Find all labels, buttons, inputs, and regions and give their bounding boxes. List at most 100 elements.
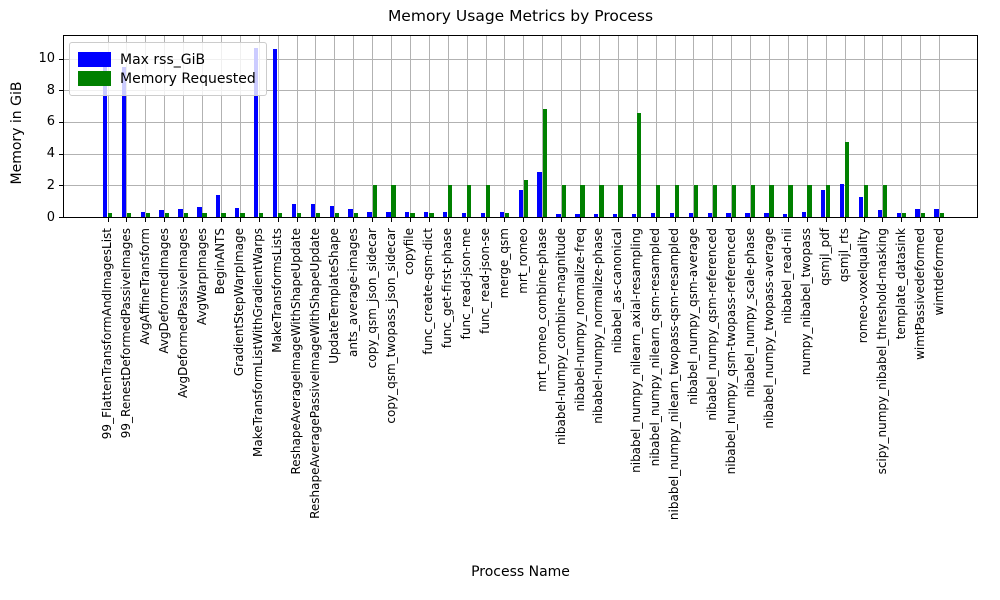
bar-mem-requested-AvgWarpImages xyxy=(202,213,207,217)
legend-label-max-rss: Max rss_GiB xyxy=(120,51,206,68)
x-tick-mark xyxy=(655,218,657,222)
x-tick-label-text: wimtdeformed xyxy=(931,228,946,316)
gridline-x xyxy=(731,36,733,217)
bar-max-rss-nibabel_numpy_qsm-referenced xyxy=(707,213,712,217)
gridline-y-10 xyxy=(64,58,977,60)
bar-mem-requested-nibabel_numpy_twopass-average xyxy=(769,185,774,217)
x-tick-mark xyxy=(825,218,827,222)
bar-mem-requested-nibabel-numpy_normalize-phase xyxy=(599,185,604,217)
x-tick-label-text: AvgAffineTransform xyxy=(137,228,152,345)
x-tick-label-text: AvgDeformedImages xyxy=(156,228,171,354)
x-tick-label-text: MakeTransformsLists xyxy=(270,228,285,353)
bar-mem-requested-AvgDeformedImages xyxy=(164,213,169,217)
x-tick-label-text: AvgDeformedPassiveImages xyxy=(175,228,190,399)
x-tick-label-text: func_get-first-phase xyxy=(440,228,455,349)
x-tick-label-text: nibabel-numpy_normalize-freq xyxy=(572,228,587,412)
x-tick-mark xyxy=(787,218,789,222)
gridline-x xyxy=(939,36,941,217)
y-tick-mark-6 xyxy=(59,121,63,123)
bar-max-rss-ReshapeAveragePassiveImageWithShapeUpdate xyxy=(310,203,315,217)
x-tick-label-text: scipy_numpy_nibabel_threshold-masking xyxy=(874,228,889,475)
bar-max-rss-wimtdeformed xyxy=(934,209,939,217)
gridline-y-2 xyxy=(64,185,977,187)
x-tick-mark xyxy=(901,218,903,222)
x-tick-label-text: ReshapeAveragePassiveImageWithShapeUpdat… xyxy=(307,228,322,519)
x-tick-mark xyxy=(561,218,563,222)
x-tick-mark xyxy=(202,218,203,222)
gridline-x xyxy=(750,36,752,217)
gridline-x xyxy=(164,36,166,217)
bar-max-rss-nibabel_numpy_qsm-twopass-referenced xyxy=(726,213,731,217)
bar-max-rss-MakeTransformsLists xyxy=(272,49,278,217)
x-tick-mark xyxy=(806,218,808,222)
gridline-x xyxy=(598,36,600,217)
gridline-y-8 xyxy=(64,90,977,92)
bar-max-rss-BeginANTS xyxy=(216,194,221,217)
bar-mem-requested-scipy_numpy_nibabel_threshold-masking xyxy=(882,185,888,217)
gridline-x xyxy=(863,36,865,217)
x-tick-label-text: merge_qsm xyxy=(496,228,511,299)
bar-max-rss-nibabel_numpy_qsm-average xyxy=(688,213,693,217)
gridline-x xyxy=(674,36,676,217)
x-tick-label-text: BeginANTS xyxy=(213,228,228,295)
bar-mem-requested-MakeTransformListWithGradientWarps xyxy=(259,213,264,217)
bar-max-rss-wimtPassivedeformed xyxy=(915,209,920,217)
x-tick-mark xyxy=(239,218,241,222)
gridline-x xyxy=(806,36,808,217)
bar-mem-requested-ReshapeAveragePassiveImageWithShapeUpdate xyxy=(315,213,321,217)
bar-mem-requested-template_datasink xyxy=(901,213,907,217)
bar-max-rss-copy_qsm_twopass_json_sidecar xyxy=(386,211,391,217)
x-tick-label-text: func_read-json-me xyxy=(459,228,474,340)
bar-max-rss-AvgDeformedImages xyxy=(159,209,164,217)
bar-max-rss-nibabel-numpy_normalize-phase xyxy=(594,213,599,217)
x-tick-mark xyxy=(296,218,298,222)
y-tick-label-4: 4 xyxy=(46,146,55,162)
bar-mem-requested-ants_average-images xyxy=(353,213,358,217)
bar-mem-requested-ReshapeAverageImageWithShapeUpdate xyxy=(296,213,302,217)
legend-swatch-memory-requested xyxy=(78,71,111,86)
bar-max-rss-AvgDeformedPassiveImages xyxy=(178,209,183,217)
gridline-x xyxy=(844,36,846,217)
bar-max-rss-template_datasink xyxy=(896,213,901,217)
gridline-x xyxy=(372,36,374,217)
bar-max-rss-scipy_numpy_nibabel_threshold-masking xyxy=(877,209,882,217)
y-tick-label-8: 8 xyxy=(46,82,55,98)
x-tick-label-text: MakeTransformListWithGradientWarps xyxy=(251,228,266,458)
x-tick-mark xyxy=(731,218,733,222)
gridline-x xyxy=(391,36,392,217)
bar-max-rss-nibabel_numpy_nilearn_axial-resampling xyxy=(631,213,637,217)
x-tick-label-text: 99_FlattenTransformAndImagesList xyxy=(100,228,114,440)
x-tick-mark xyxy=(409,218,411,222)
bar-mem-requested-nibabel_numpy_qsm-referenced xyxy=(712,185,718,217)
x-tick-label-wimtdeformed: wimtdeformed xyxy=(932,223,1000,316)
gridline-x xyxy=(409,36,411,217)
gridline-x xyxy=(353,36,355,217)
x-tick-label-text: ants_average-images xyxy=(345,228,360,357)
x-tick-mark xyxy=(598,218,600,222)
x-tick-mark xyxy=(220,218,222,222)
gridline-x xyxy=(485,36,487,217)
x-tick-mark xyxy=(466,218,468,222)
x-tick-mark xyxy=(674,218,676,222)
bar-mem-requested-nibabel-numpy_normalize-freq xyxy=(580,185,585,217)
bar-max-rss-MakeTransformListWithGradientWarps xyxy=(253,47,259,217)
legend-item-memory-requested: Memory Requested xyxy=(78,69,256,88)
gridline-x xyxy=(901,36,903,217)
gridline-x xyxy=(258,36,260,217)
gridline-x xyxy=(693,36,695,217)
x-tick-label-text: nibabel-numpy_normalize-phase xyxy=(591,228,606,424)
y-tick-mark-2 xyxy=(59,185,63,187)
x-tick-mark xyxy=(277,218,279,222)
bar-max-rss-qsmjl_pdf xyxy=(820,190,826,217)
legend: Max rss_GiB Memory Requested xyxy=(69,42,267,96)
x-tick-label-text: GradientStepWarpImage xyxy=(232,228,247,377)
bar-max-rss-mrt_romeo xyxy=(518,190,523,217)
x-tick-label-text: copy_qsm_json_sidecar xyxy=(364,228,379,369)
gridline-x xyxy=(617,36,619,217)
x-tick-mark xyxy=(145,218,147,222)
x-tick-label-text: qsmjl_rts xyxy=(837,228,852,283)
bar-max-rss-mrt_romeo_combine-phase xyxy=(537,171,542,217)
gridline-x xyxy=(787,36,789,217)
bar-mem-requested-nibabel_numpy_qsm-twopass-referenced xyxy=(731,185,736,217)
gridline-x xyxy=(126,36,128,217)
